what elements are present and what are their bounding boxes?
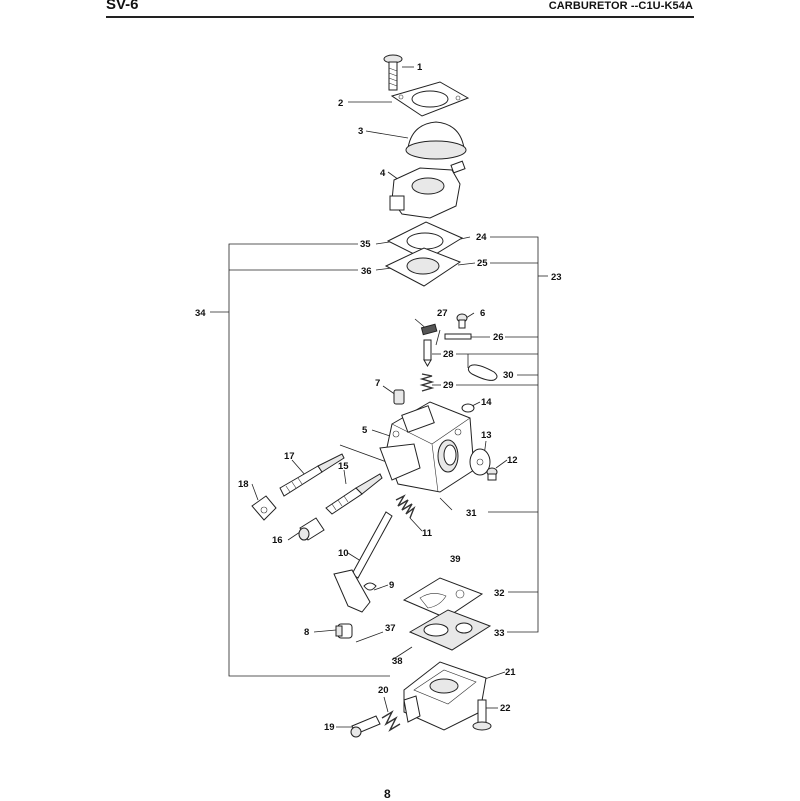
part-21-pump-cover [403,661,487,731]
callout-24: 24 [476,232,487,243]
callout-23: 23 [551,272,562,283]
part-2-gasket [390,81,470,117]
callout-37: 37 [385,623,396,634]
part-14-check-valve [461,403,475,413]
callout-18: 18 [238,479,249,490]
part-26-pin [444,333,472,340]
callout-13: 13 [481,430,492,441]
callout-32: 32 [494,588,505,599]
part-25-diaphragm [384,247,462,287]
callout-11: 11 [422,528,433,539]
bracket-34 [210,243,390,677]
callout-27: 27 [437,308,448,319]
part-22-screw [472,699,492,731]
callout-19: 19 [324,722,335,733]
part-32-gasket [402,577,484,619]
callout-2: 2 [338,98,343,109]
part-15-adjusting-needle [325,473,383,515]
part-20-spring [381,710,401,732]
callout-20: 20 [378,685,389,696]
part-17-adjusting-needle [279,453,345,497]
callout-33: 33 [494,628,505,639]
callout-7: 7 [375,378,380,389]
callout-22: 22 [500,703,511,714]
callout-12: 12 [507,455,518,466]
part-9-clip [363,582,377,591]
part-27-metering-lever [420,323,438,336]
part-5-carburetor-body [379,401,475,493]
callout-29: 29 [443,380,454,391]
callout-5: 5 [362,425,368,436]
part-16-limiter-cap [298,517,325,541]
part-12-screw [486,467,498,481]
part-3-primer-bulb [405,121,467,160]
part-13-cover-plate [469,448,491,476]
callout-17: 17 [284,451,295,462]
callout-numbers: 1 2 3 4 5 6 7 8 9 10 11 12 13 14 15 16 1… [195,62,562,733]
callout-16: 16 [272,535,283,546]
part-10-throttle-shaft [333,511,393,613]
section-code: SV-6 [106,0,139,13]
callout-15: 15 [338,461,349,472]
part-18-limiter-cap [251,495,277,521]
page-title: CARBURETOR --C1U-K54A [548,0,693,12]
callout-21: 21 [505,667,516,678]
part-6-screw [456,313,468,329]
part-7-plug [393,389,405,405]
callout-9: 9 [389,580,394,591]
bracket-23 [456,236,548,633]
callout-26: 26 [493,332,504,343]
callout-30: 30 [503,370,514,381]
callout-10: 10 [338,548,349,559]
part-28-needle [423,339,432,367]
part-1-screw [383,54,403,91]
part-11-spring [395,494,416,519]
callout-28: 28 [443,349,454,360]
callout-36: 36 [361,266,372,277]
callout-4: 4 [380,168,386,179]
part-29-spring [419,373,435,392]
callout-38: 38 [392,656,403,667]
part-33-diaphragm [408,609,492,651]
part-19-screw [350,715,381,738]
callout-35: 35 [360,239,371,250]
callout-6: 6 [480,308,485,319]
callout-3: 3 [358,126,363,137]
callout-14: 14 [481,397,492,408]
callout-25: 25 [477,258,488,269]
part-8-screw [335,623,353,639]
part-4-primer-body [389,160,466,219]
callout-8: 8 [304,627,309,638]
part-24-gasket [386,221,464,261]
part-30-clip [467,364,498,381]
callout-31: 31 [466,508,477,519]
callout-34: 34 [195,308,206,319]
callout-1: 1 [417,62,423,73]
page-number: 8 [384,787,391,801]
callout-39: 39 [450,554,461,565]
header-rule [106,16,694,18]
